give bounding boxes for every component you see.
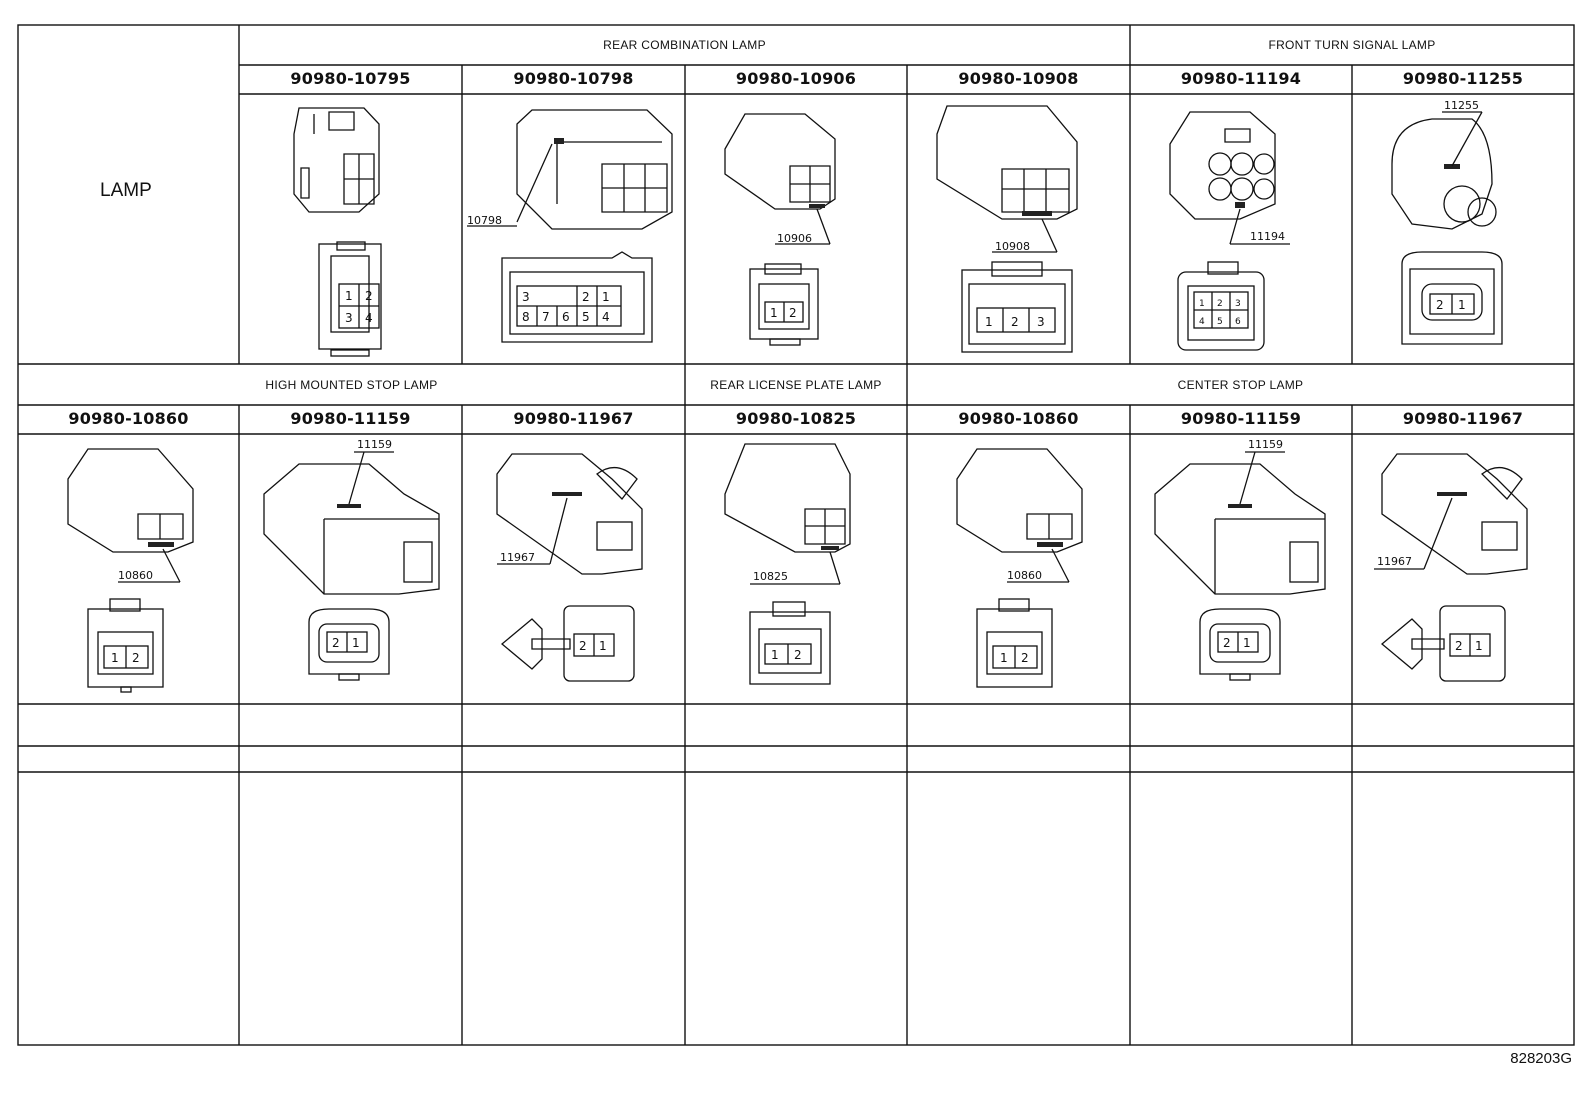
pin-label: 2 bbox=[1223, 636, 1231, 650]
part-number: 90980-10798 bbox=[513, 69, 634, 88]
pin-label: 1 bbox=[1000, 651, 1008, 665]
pin-label: 1 bbox=[1199, 299, 1205, 309]
callout-label: 10860 bbox=[1007, 569, 1042, 582]
part-number: 90980-10860 bbox=[68, 409, 189, 428]
pin-label: 4 bbox=[365, 311, 373, 325]
pin-label: 3 bbox=[1235, 299, 1241, 309]
pin-label: 2 bbox=[1011, 315, 1019, 329]
pin-label: 1 bbox=[770, 306, 778, 320]
connector-drawing-10798: 10798 3 2 1 8 7 6 5 4 bbox=[467, 109, 673, 343]
pin-label: 1 bbox=[1243, 636, 1251, 650]
pin-label: 2 bbox=[1217, 299, 1223, 309]
connector-drawing-10906: 10906 1 2 bbox=[724, 113, 836, 346]
callout-label: 10860 bbox=[118, 569, 153, 582]
connector-drawing-10860: 10860 1 2 bbox=[67, 448, 194, 693]
connector-drawing-11159: 11159 2 1 bbox=[263, 438, 440, 681]
part-number: 90980-10795 bbox=[290, 69, 411, 88]
part-number: 90980-10825 bbox=[735, 409, 857, 428]
pin-label: 1 bbox=[345, 289, 353, 303]
pin-label: 2 bbox=[794, 648, 802, 662]
pin-label: 3 bbox=[522, 290, 530, 304]
row-label-lamp: LAMP bbox=[100, 180, 152, 201]
pin-label: 2 bbox=[579, 639, 587, 653]
pin-label: 1 bbox=[771, 648, 779, 662]
part-number: 90980-10906 bbox=[735, 69, 857, 88]
pin-label: 8 bbox=[522, 310, 530, 324]
pin-label: 2 bbox=[582, 290, 590, 304]
pin-label: 3 bbox=[1037, 315, 1045, 329]
callout-label: 11255 bbox=[1444, 99, 1479, 112]
pin-label: 2 bbox=[789, 306, 797, 320]
pin-label: 1 bbox=[1458, 298, 1466, 312]
part-number: 90980-10908 bbox=[958, 69, 1079, 88]
connector-drawing-10908: 10908 1 2 3 bbox=[936, 105, 1078, 353]
callout-label: 10906 bbox=[777, 232, 812, 245]
part-number: 90980-11255 bbox=[1402, 69, 1524, 88]
pin-label: 2 bbox=[365, 289, 373, 303]
part-number: 90980-11159 bbox=[290, 409, 411, 428]
pin-label: 2 bbox=[1021, 651, 1029, 665]
pin-label: 4 bbox=[602, 310, 610, 324]
pin-label: 3 bbox=[345, 311, 353, 325]
connector-drawing-11194: 11194 1 2 3 4 5 6 bbox=[1169, 111, 1290, 351]
connector-drawing-11255: 11255 2 1 bbox=[1391, 99, 1503, 345]
connector-drawing-10860-center: 10860 1 2 bbox=[956, 448, 1083, 688]
pin-label: 6 bbox=[1235, 317, 1241, 327]
pin-label: 1 bbox=[111, 651, 119, 665]
group-label-front-turn-signal-lamp: FRONT TURN SIGNAL LAMP bbox=[1268, 38, 1436, 52]
pin-label: 6 bbox=[562, 310, 570, 324]
group-label-center-stop-lamp: CENTER STOP LAMP bbox=[1177, 378, 1304, 392]
pin-label: 1 bbox=[599, 639, 607, 653]
part-number: 90980-11159 bbox=[1180, 409, 1302, 428]
callout-label: 11159 bbox=[357, 438, 392, 451]
part-number: 90980-11967 bbox=[1402, 409, 1524, 428]
pin-label: 1 bbox=[352, 636, 360, 650]
part-number: 90980-10860 bbox=[958, 409, 1079, 428]
pin-label: 5 bbox=[582, 310, 590, 324]
callout-label: 10908 bbox=[995, 240, 1030, 253]
connector-drawing-11159-center: 11159 2 1 bbox=[1154, 438, 1326, 681]
part-number: 90980-11194 bbox=[1180, 69, 1302, 88]
figure-code: 828203G bbox=[1510, 1050, 1572, 1067]
pin-label: 2 bbox=[332, 636, 340, 650]
connector-drawing-10795: 1 2 3 4 bbox=[293, 107, 382, 357]
group-label-high-mounted-stop-lamp: HIGH MOUNTED STOP LAMP bbox=[265, 378, 438, 392]
connector-drawing-10825: 10825 1 2 bbox=[724, 443, 851, 685]
callout-label: 10798 bbox=[467, 214, 502, 227]
callout-label: 10825 bbox=[753, 570, 788, 583]
pin-label: 4 bbox=[1199, 317, 1205, 327]
part-number: 90980-11967 bbox=[513, 409, 634, 428]
group-label-rear-license-plate-lamp: REAR LICENSE PLATE LAMP bbox=[710, 378, 882, 392]
callout-label: 11967 bbox=[500, 551, 535, 564]
pin-label: 2 bbox=[1455, 639, 1463, 653]
callout-label: 11967 bbox=[1377, 555, 1412, 568]
callout-label: 11194 bbox=[1250, 230, 1285, 243]
connector-drawing-11967: 11967 2 1 bbox=[496, 453, 643, 682]
pin-label: 2 bbox=[132, 651, 140, 665]
pin-label: 1 bbox=[985, 315, 993, 329]
pin-label: 1 bbox=[602, 290, 610, 304]
pin-label: 5 bbox=[1217, 317, 1223, 327]
connector-drawing-11967-center: 11967 2 1 bbox=[1374, 453, 1528, 682]
pin-label: 2 bbox=[1436, 298, 1444, 312]
pin-label: 1 bbox=[1475, 639, 1483, 653]
pin-label: 7 bbox=[542, 310, 550, 324]
callout-label: 11159 bbox=[1248, 438, 1283, 451]
group-label-rear-combination-lamp: REAR COMBINATION LAMP bbox=[603, 38, 766, 52]
